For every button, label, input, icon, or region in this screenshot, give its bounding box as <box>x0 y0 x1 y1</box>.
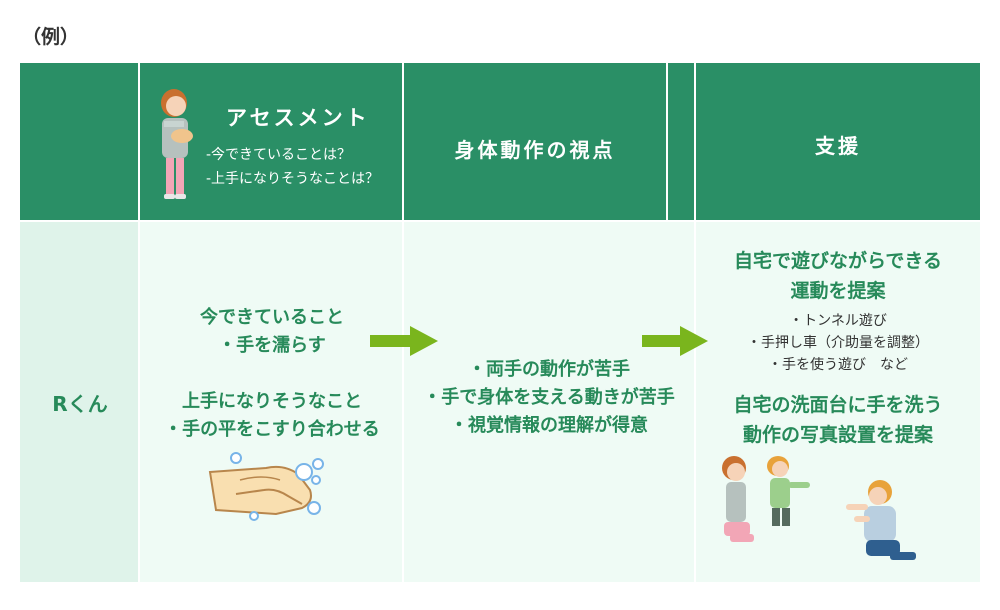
header-assessment-question-1: -今できていることは？ <box>206 147 352 163</box>
header-gap-cell <box>668 63 694 220</box>
header-viewpoint-title: 身体動作の視点 <box>454 138 616 162</box>
header-assessment-title: アセスメント <box>226 106 370 130</box>
row-label: Rくん <box>52 392 108 416</box>
improve-heading: 上手になりそうなこと <box>182 391 362 412</box>
arrow-right-icon <box>642 326 708 356</box>
header-support-title: 支援 <box>815 134 861 158</box>
assessment-cell <box>140 222 402 582</box>
can-do-heading: 今できていること <box>200 307 344 328</box>
support-example-1: ・トンネル遊び <box>789 313 887 329</box>
therapist-icon <box>161 89 193 199</box>
proposal2-line2: 動作の写真設置を提案 <box>742 424 933 446</box>
improve-item: ・手の平をこすり合わせる <box>164 419 380 440</box>
children-playing-icon <box>722 456 916 560</box>
support-example-3: ・手を使う遊び など <box>768 357 908 373</box>
hand-washing-icon <box>208 452 324 521</box>
header-viewpoint-cell <box>404 63 666 220</box>
can-do-item: ・手を濡らす <box>218 335 326 356</box>
viewpoint-item-1: ・両手の動作が苦手 <box>468 359 630 380</box>
header-support-cell <box>696 63 980 220</box>
row-label-cell <box>20 222 138 582</box>
viewpoint-cell <box>404 222 694 582</box>
viewpoint-item-2: ・手で身体を支える動きが苦手 <box>423 387 675 408</box>
example-label: （例） <box>22 26 80 48</box>
header-assessment-question-2: -上手になりそうなことは？ <box>206 171 380 187</box>
arrow-right-icon <box>370 326 438 356</box>
proposal2-line1: 自宅の洗面台に手を洗う <box>733 394 943 416</box>
proposal1-line1: 自宅で遊びながらできる <box>733 250 943 272</box>
viewpoint-item-3: ・視覚情報の理解が得意 <box>450 415 648 436</box>
header-corner-cell <box>20 63 138 220</box>
support-example-2: ・手押し車（介助量を調整） <box>747 335 929 351</box>
proposal1-line2: 運動を提案 <box>790 280 886 302</box>
